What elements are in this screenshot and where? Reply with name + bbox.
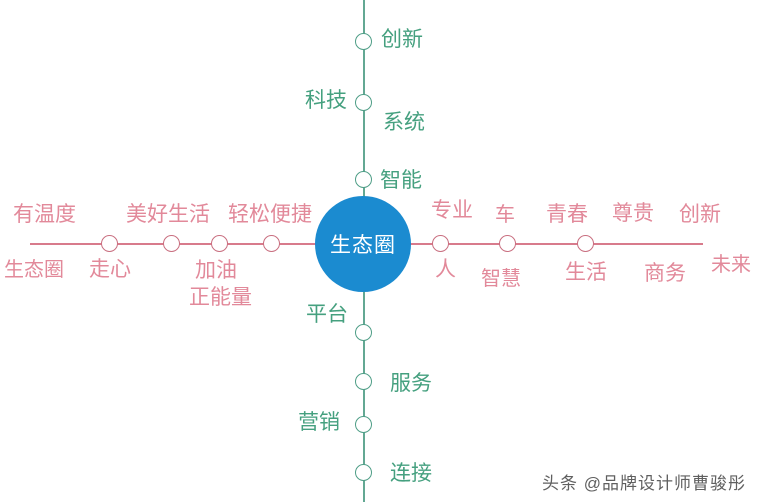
horizontal-node[interactable] <box>577 235 594 252</box>
axis-label-yingxiao: 营销 <box>298 411 340 434</box>
center-hub[interactable]: 生态圈 <box>315 196 411 292</box>
vertical-node[interactable] <box>355 416 372 433</box>
horizontal-node[interactable] <box>211 235 228 252</box>
axis-label-qingchun: 青春 <box>546 203 588 226</box>
vertical-node[interactable] <box>355 33 372 50</box>
axis-label-youwendu: 有温度 <box>13 203 76 226</box>
horizontal-node[interactable] <box>263 235 280 252</box>
horizontal-node[interactable] <box>499 235 516 252</box>
axis-label-pingtai: 平台 <box>306 303 348 326</box>
axis-label-qingsongbianjie: 轻松便捷 <box>228 203 312 226</box>
axis-label-zhuanye: 专业 <box>431 199 473 222</box>
axis-label-zhengnengliang: 正能量 <box>189 286 252 309</box>
axis-label-shenghuo: 生活 <box>565 261 607 284</box>
axis-label-zungui: 尊贵 <box>612 202 654 225</box>
vertical-node[interactable] <box>355 464 372 481</box>
axis-label-zouxin: 走心 <box>89 258 131 281</box>
horizontal-node[interactable] <box>101 235 118 252</box>
axis-label-shangwu: 商务 <box>644 262 686 285</box>
axis-label-xitong: 系统 <box>383 111 425 134</box>
axis-label-weilai: 未来 <box>711 254 751 276</box>
axis-label-zhihui: 智慧 <box>481 268 521 290</box>
axis-label-keji: 科技 <box>305 89 347 112</box>
center-hub-label: 生态圈 <box>330 234 396 257</box>
axis-label-jiayou: 加油 <box>195 259 237 282</box>
axis-label-fuwu: 服务 <box>390 372 432 395</box>
vertical-node[interactable] <box>355 171 372 188</box>
horizontal-node[interactable] <box>163 235 180 252</box>
axis-label-lianjie: 连接 <box>390 462 432 485</box>
axis-label-che: 车 <box>495 204 515 226</box>
vertical-node[interactable] <box>355 324 372 341</box>
axis-label-shengtaiquan-left: 生态圈 <box>4 259 64 281</box>
axis-label-chuangxin-right: 创新 <box>679 203 721 226</box>
axis-label-meihaoshenghuo: 美好生活 <box>126 203 210 226</box>
watermark: 头条 @品牌设计师曹骏彤 <box>542 474 746 493</box>
axis-label-ren: 人 <box>435 258 456 281</box>
vertical-node[interactable] <box>355 94 372 111</box>
horizontal-node[interactable] <box>432 235 449 252</box>
axis-label-zhineng: 智能 <box>380 169 422 192</box>
vertical-node[interactable] <box>355 373 372 390</box>
axis-label-chuangxin-top: 创新 <box>381 28 423 51</box>
